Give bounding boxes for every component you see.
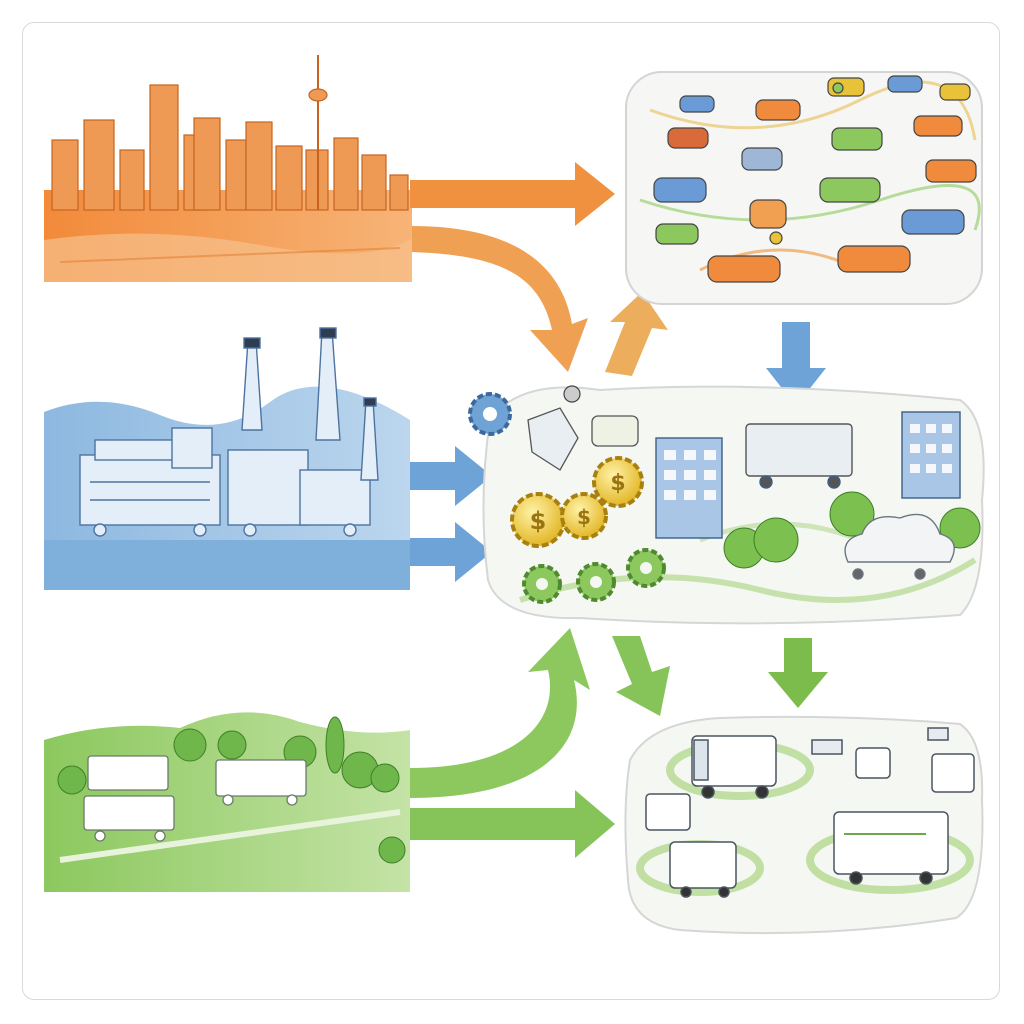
svg-text:$: $	[610, 471, 625, 496]
economy-to-logistics-arrow-right	[768, 638, 828, 708]
city-to-economy-arrow	[412, 226, 588, 372]
economy-hub-panel: $ $ $	[468, 385, 985, 625]
cloud-icon	[844, 513, 955, 580]
traffic-to-economy-arrow	[766, 322, 826, 406]
industry-to-economy-arrow-top	[410, 446, 492, 506]
svg-text:$: $	[530, 507, 547, 535]
traffic-hub-panel	[625, 71, 983, 305]
economy-to-logistics-arrow-left	[612, 636, 670, 716]
park-to-logistics-arrow	[410, 790, 615, 858]
green-park-source-panel	[44, 712, 410, 892]
city-source-panel	[44, 55, 412, 282]
cars-icon	[653, 75, 977, 283]
green-park-icon	[57, 716, 406, 864]
industry-source-panel	[44, 327, 410, 590]
gears-coins-icon: $ $ $	[468, 385, 666, 604]
buildings-icon	[655, 411, 961, 539]
park-to-economy-arrow	[410, 628, 590, 798]
economy-to-traffic-arrow	[605, 292, 668, 376]
city-to-traffic-arrow	[410, 162, 615, 226]
factory-icon	[79, 327, 379, 537]
industry-to-economy-arrow-bottom	[410, 522, 492, 582]
svg-text:$: $	[577, 505, 591, 529]
logistics-hub-panel	[624, 715, 984, 935]
city-skyline-icon	[51, 55, 409, 211]
delivery-vans-icon	[645, 727, 975, 898]
